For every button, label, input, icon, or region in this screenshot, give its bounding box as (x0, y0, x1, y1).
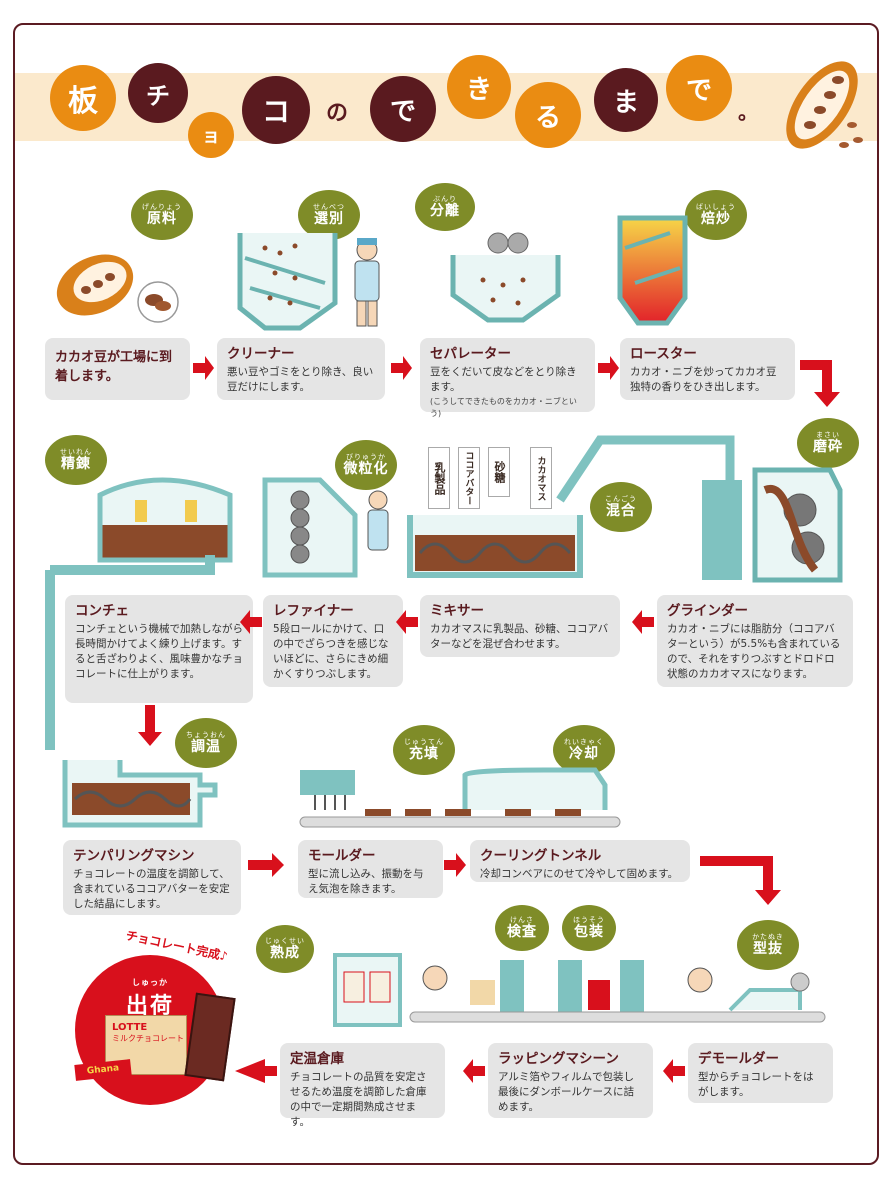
cleaner-machine-illustration (237, 233, 380, 331)
cacao-bean-illustration (56, 254, 179, 323)
step-card-warehouse: 定温倉庫 チョコレートの品質を安定させるため温度を調節した倉庫の中で一定期間熟成… (280, 1043, 445, 1128)
box-text: ミルクチョコレート (112, 1034, 184, 1043)
title-char-5: の (326, 101, 349, 126)
cacao-pod-icon (786, 61, 863, 149)
step-card-refiner: レファイナー 5段ロールにかけて、口の中でざらつきを感じないほどに、さらにきめ細… (263, 595, 403, 687)
title-char-10: で (666, 55, 732, 121)
step-label-cooling: れいきゃく冷却 (553, 725, 615, 775)
tempering-machine-illustration (62, 760, 218, 828)
step-label-refining: びりゅうか微粒化 (335, 440, 397, 490)
title-char-2: チ (128, 63, 188, 123)
title-char-6: で (370, 76, 436, 142)
packing-line-illustration (333, 953, 826, 1027)
ingredient-tag-sugar: 砂糖 (488, 447, 510, 497)
step-label-separation: ぶんり分離 (415, 183, 475, 231)
ingredient-tag-cocoa-butter: ココアバター (458, 447, 480, 509)
step-card-roaster: ロースター カカオ・ニブを炒ってカカオ豆独特の香りをひき出します。 (620, 338, 795, 400)
conche-machine-illustration (45, 477, 233, 750)
step-card-tempering: テンパリングマシン チョコレートの温度を調節して、含まれているココアバターを安定… (63, 840, 241, 915)
title-char-8: る (515, 82, 581, 148)
step-label-packaging: ほうそう包装 (562, 905, 616, 951)
step-label-mixing: こんごう混合 (590, 482, 652, 532)
title-char-9: ま (594, 68, 658, 132)
title-char-4: コ (242, 76, 310, 144)
step-label-roasting: ばいしょう焙炒 (685, 190, 747, 240)
shipping-ruby: しゅっか (132, 978, 168, 987)
step-card-separator: セパレーター 豆をくだいて皮などをとり除きます。 (こうしてできたものをカカオ・… (420, 338, 595, 418)
title-char-11: 。 (738, 100, 758, 124)
step-label-grinding: まさい磨砕 (797, 418, 859, 468)
step-label-demoulding: かたぬき型抜 (737, 920, 799, 970)
title-char-7: き (447, 55, 511, 119)
step-card-grinder: グラインダー カカオ・ニブには脂肪分（ココアバターという）が5.5%も含まれてい… (657, 595, 853, 687)
step-card-mixer: ミキサー カカオマスに乳製品、砂糖、ココアバターなどを混ぜ合わせます。 (420, 595, 620, 657)
step-label-filling: じゅうてん充填 (393, 725, 455, 775)
step-card-moulder: モールダー 型に流し込み、振動を与え気泡を除きます。 (298, 840, 443, 898)
step-card-wrapping: ラッピングマシーン アルミ箔やフィルムで包装し最後にダンボールケースに詰めます。 (488, 1043, 653, 1118)
shipping-label: 出荷 (125, 994, 174, 1019)
moulder-cooling-conveyor-illustration (299, 767, 621, 828)
roaster-machine-illustration (617, 215, 688, 326)
step-label-inspection: けんさ検査 (495, 905, 549, 951)
step-card-conche: コンチェ コンチェという機械で加熱しながら長時間かけてよく練り上げます。すると舌… (65, 595, 253, 703)
step-card-raw-material: カカオ豆が工場に到着します。 (45, 338, 190, 400)
refiner-machine-illustration (262, 477, 389, 578)
page-frame (13, 23, 879, 1165)
title-char-3: ョ (188, 112, 234, 158)
title-char-1: 板 (50, 65, 116, 131)
step-label-tempering: ちょうおん調温 (175, 718, 237, 768)
step-card-cleaner: クリーナー 悪い豆やゴミをとり除き、良い豆だけにします。 (217, 338, 385, 400)
step-label-raw-material: げんりょう原料 (131, 190, 193, 240)
step-card-demoulder: デモールダー 型からチョコレートをはがします。 (688, 1043, 833, 1103)
mixer-machine-illustration (407, 515, 583, 578)
ingredient-tag-cacao-mass: カカオマス (530, 447, 552, 509)
box-brand: LOTTE (112, 1022, 148, 1033)
step-label-conching: せいれん精錬 (45, 435, 107, 485)
step-label-aging: じゅくせい熟成 (256, 925, 314, 973)
grinder-machine-illustration (556, 435, 843, 583)
step-card-cooling: クーリングトンネル 冷却コンベアにのせて冷やして固めます。 (470, 840, 690, 882)
separator-machine-illustration (450, 232, 561, 323)
step-label-sorting: せんべつ選別 (298, 190, 360, 240)
ingredient-tag-dairy: 乳製品 (428, 447, 450, 509)
